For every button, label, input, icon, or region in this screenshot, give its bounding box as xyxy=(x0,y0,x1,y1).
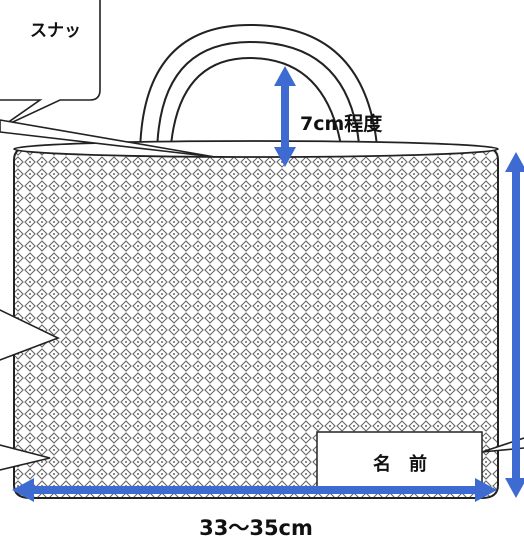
bag-body xyxy=(13,140,499,499)
callout-top: スナッ xyxy=(0,0,101,129)
height-arrow xyxy=(505,152,524,498)
callout-left-middle xyxy=(0,309,61,361)
callout-top-pointer xyxy=(0,119,216,158)
width-arrow xyxy=(12,478,497,502)
handle-height-arrow xyxy=(274,66,296,167)
name-tag-text: 名 前 xyxy=(373,453,427,475)
handle-height-label: 7cm程度 xyxy=(300,112,383,135)
bag-handles xyxy=(139,23,379,159)
callout-left-bottom xyxy=(0,444,51,471)
callout-top-text: スナッ xyxy=(30,21,81,41)
name-tag: 名 前 xyxy=(316,431,483,489)
width-label: 33〜35cm xyxy=(199,516,313,540)
